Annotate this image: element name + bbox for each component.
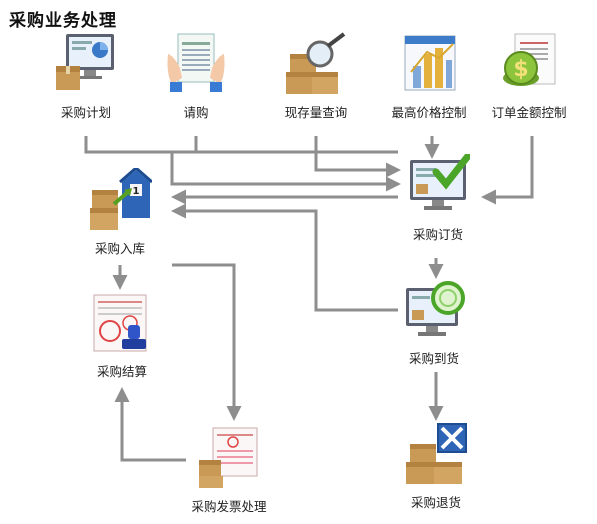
- node-label: 最高价格控制: [391, 105, 467, 120]
- node-label: 现存量查询: [284, 105, 348, 120]
- warehouse-boxes-icon: 1: [90, 168, 152, 230]
- monitor-circle-icon: [406, 281, 465, 336]
- node-label: 请购: [183, 105, 209, 120]
- node-purchase-settlement[interactable]: 采购结算: [77, 291, 167, 380]
- boxes-magnifier-icon: [286, 32, 346, 94]
- node-label: 订单金额控制: [491, 105, 567, 120]
- node-order-amount-control[interactable]: $ 订单金额控制: [484, 32, 574, 121]
- svg-text:1: 1: [133, 186, 140, 197]
- node-stock-query[interactable]: 现存量查询: [271, 32, 361, 121]
- svg-text:$: $: [513, 57, 528, 82]
- node-label: 采购计划: [60, 105, 111, 120]
- node-purchase-arrival[interactable]: 采购到货: [389, 278, 479, 367]
- node-purchase-return[interactable]: 采购退货: [391, 422, 481, 511]
- node-max-price-control[interactable]: 最高价格控制: [384, 32, 474, 121]
- page-title: 采购业务处理: [9, 11, 117, 31]
- arrow-invoice-to-settle: [114, 387, 186, 462]
- arrow-arrival-to-warehouse: [171, 203, 398, 312]
- document-hands-icon: [167, 33, 225, 92]
- arrow-warehouse-to-invoice: [172, 263, 242, 421]
- stamp-document-icon: [93, 294, 147, 352]
- arrow-stock-to-order: [314, 136, 401, 178]
- node-label: 采购订货: [412, 227, 463, 242]
- node-purchase-warehousing[interactable]: 1 采购入库: [75, 168, 165, 257]
- node-label: 采购结算: [96, 364, 147, 379]
- arrow-plan-to-order: [84, 136, 398, 154]
- dollar-coin-icon: $: [503, 33, 556, 86]
- node-purchase-order[interactable]: 采购订货: [393, 154, 483, 243]
- monitor-checkmark-icon: [410, 154, 470, 210]
- node-purchase-invoice[interactable]: 采购发票处理: [183, 426, 275, 515]
- node-requisition[interactable]: 请购: [151, 32, 241, 121]
- node-label: 采购入库: [94, 241, 145, 256]
- arrow-request-to-order: [170, 136, 401, 192]
- bar-chart-icon: [404, 35, 456, 91]
- arrow-amount-to-order: [481, 136, 534, 205]
- node-label: 采购发票处理: [191, 499, 267, 514]
- boxes-cross-icon: [406, 423, 467, 484]
- node-purchase-plan[interactable]: 采购计划: [41, 32, 131, 121]
- node-label: 采购退货: [410, 495, 461, 510]
- monitor-chart-boxes-icon: [56, 34, 114, 90]
- invoice-boxes-icon: [199, 427, 258, 488]
- node-label: 采购到货: [408, 351, 459, 366]
